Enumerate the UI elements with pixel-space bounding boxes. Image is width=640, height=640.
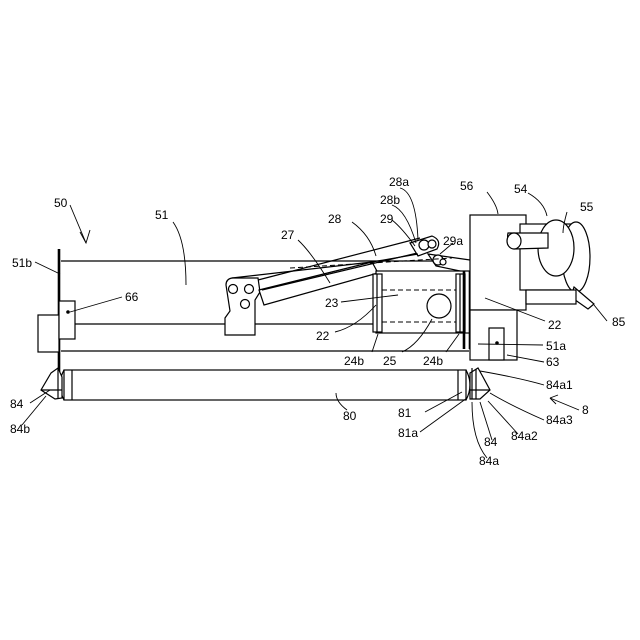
left-bracket [38, 301, 75, 352]
nozzle [526, 287, 594, 309]
motor [507, 220, 590, 292]
label-24b-right: 24b [423, 354, 443, 368]
label-56: 56 [460, 179, 474, 193]
label-81a: 81a [398, 426, 418, 440]
reference-labels: 50 51 51b 66 84 84b 80 27 28 28a 28b 29 … [10, 175, 626, 468]
label-84a1: 84a1 [546, 378, 573, 392]
label-28a: 28a [389, 175, 409, 189]
label-80: 80 [343, 409, 357, 423]
label-84-left: 84 [10, 397, 24, 411]
label-84-right: 84 [484, 435, 498, 449]
label-22-left: 22 [316, 329, 330, 343]
label-54: 54 [514, 182, 528, 196]
roller [60, 370, 470, 400]
label-29a: 29a [443, 234, 463, 248]
label-23: 23 [325, 296, 339, 310]
label-8: 8 [582, 403, 589, 417]
label-25: 25 [383, 354, 397, 368]
label-28: 28 [328, 212, 342, 226]
left-end-cap [41, 368, 62, 399]
label-24b-left: 24b [344, 354, 364, 368]
label-51b: 51b [12, 256, 32, 270]
label-85: 85 [612, 315, 626, 329]
label-50: 50 [54, 196, 68, 210]
label-63: 63 [546, 355, 560, 369]
label-84a3: 84a3 [546, 413, 573, 427]
label-22-right: 22 [548, 318, 562, 332]
cylinder-unit [373, 271, 470, 349]
label-84a: 84a [479, 454, 499, 468]
label-66: 66 [125, 290, 139, 304]
label-51: 51 [155, 208, 169, 222]
label-28b: 28b [380, 193, 400, 207]
label-81: 81 [398, 406, 412, 420]
label-55: 55 [580, 200, 594, 214]
label-27: 27 [281, 228, 295, 242]
label-84b: 84b [10, 422, 30, 436]
label-29: 29 [380, 212, 394, 226]
label-84a2: 84a2 [511, 429, 538, 443]
label-51a: 51a [546, 339, 566, 353]
